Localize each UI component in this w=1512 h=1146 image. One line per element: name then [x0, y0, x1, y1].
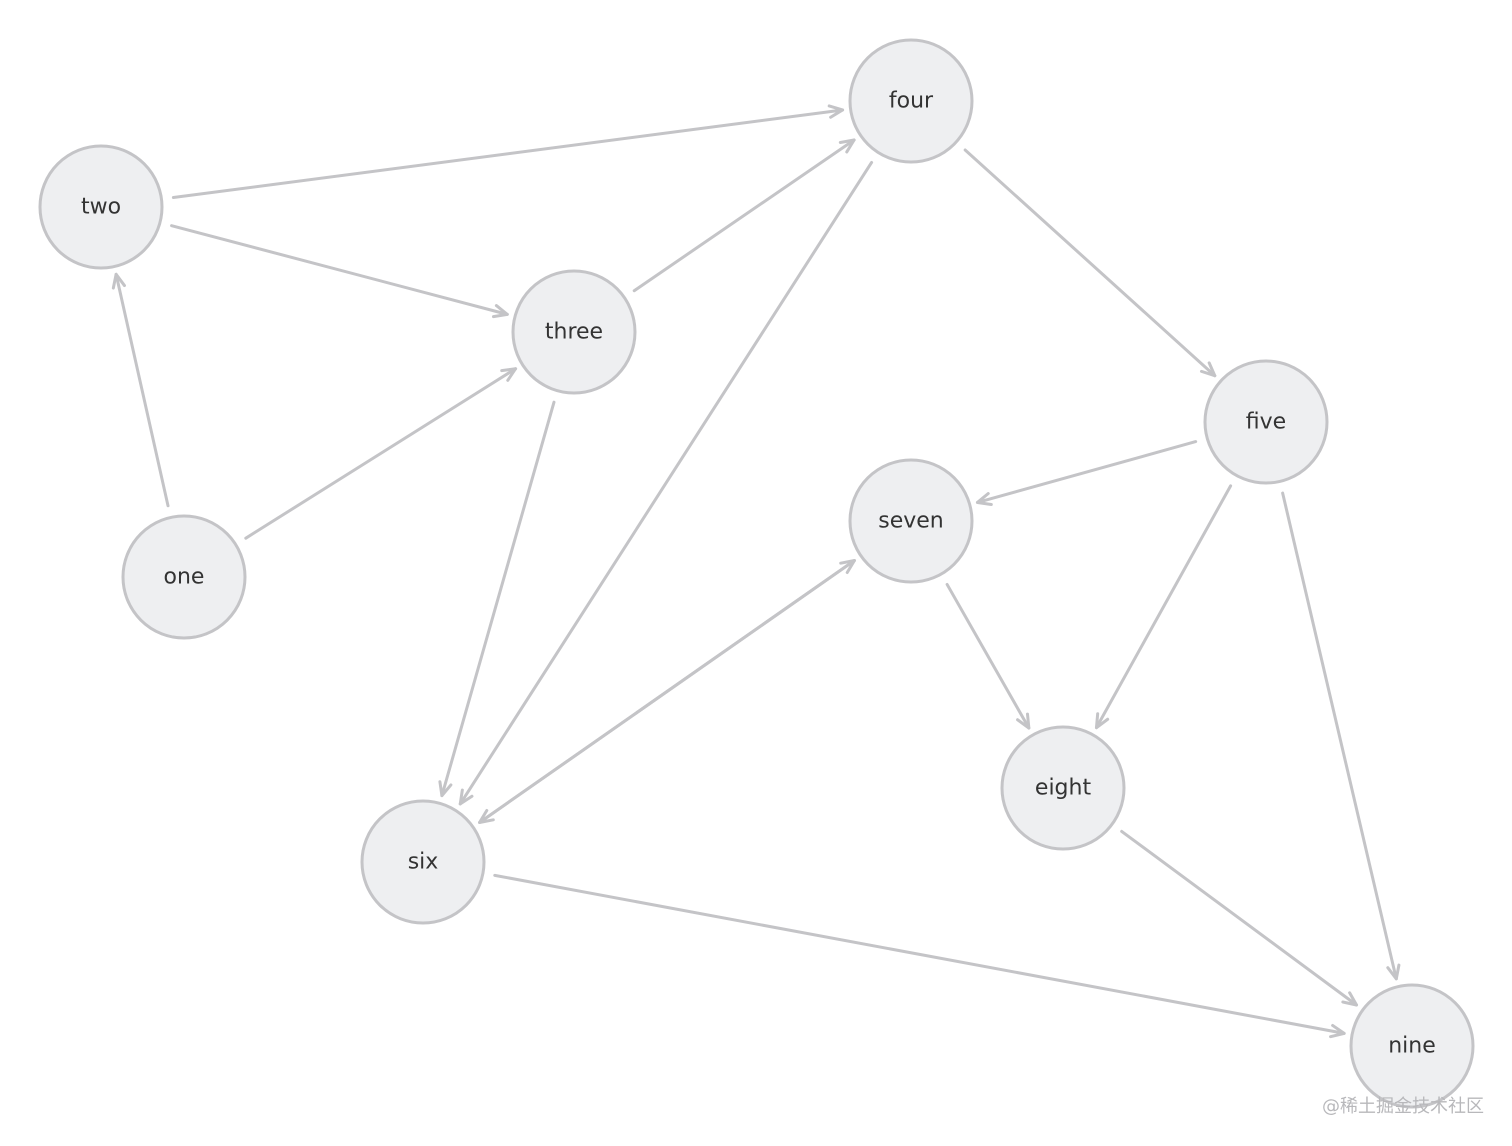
node-four[interactable]: four: [848, 38, 974, 164]
node-circle: [360, 799, 486, 925]
edge-two-to-four: [171, 104, 845, 200]
node-circle: [1349, 983, 1475, 1109]
edge-line: [963, 148, 1217, 378]
edge-eight-to-nine: [1120, 829, 1359, 1007]
edge-line: [171, 108, 845, 200]
node-circle: [121, 514, 247, 640]
edge-five-to-seven: [975, 440, 1198, 507]
edge-line: [945, 582, 1031, 730]
edge-line: [632, 138, 856, 293]
node-label: three: [545, 320, 603, 345]
arrowhead-icon: [1329, 1023, 1346, 1039]
arrowhead-icon: [500, 367, 518, 382]
watermark-text: @稀土掘金技术社区: [1322, 1096, 1484, 1117]
nodes-layer: two one three four five seven six eight nine: [38, 38, 1475, 1109]
node-one[interactable]: one: [121, 514, 247, 640]
node-six[interactable]: six: [360, 799, 486, 925]
edge-one-to-three: [244, 367, 518, 540]
edge-line: [440, 400, 556, 798]
edge-two-to-three: [170, 224, 509, 319]
node-label: nine: [1388, 1034, 1436, 1059]
node-circle: [848, 38, 974, 164]
edge-line: [458, 160, 874, 806]
node-seven[interactable]: seven: [848, 458, 974, 584]
node-circle: [1000, 725, 1126, 851]
arrowhead-icon: [1341, 991, 1359, 1007]
edge-seven-to-eight: [945, 582, 1031, 730]
node-label: seven: [878, 509, 944, 534]
edge-six-to-nine: [493, 873, 1346, 1039]
edge-line: [975, 440, 1198, 504]
node-circle: [848, 458, 974, 584]
edge-line: [493, 873, 1346, 1035]
node-label: eight: [1035, 776, 1092, 801]
node-circle: [1203, 359, 1329, 485]
edge-four-to-five: [963, 148, 1217, 378]
arrowhead-icon: [827, 104, 845, 119]
edge-line: [244, 367, 518, 540]
edge-seven-to-six: [478, 561, 853, 824]
arrowhead-icon: [839, 559, 856, 575]
arrowhead-icon: [975, 492, 993, 507]
arrowhead-icon: [491, 304, 509, 319]
node-label: four: [889, 89, 934, 114]
arrowhead-icon: [838, 138, 856, 154]
edge-line: [1094, 484, 1233, 730]
node-eight[interactable]: eight: [1000, 725, 1126, 851]
edge-line: [170, 224, 509, 316]
node-label: two: [81, 195, 121, 220]
edge-line: [114, 272, 170, 508]
arrowhead-icon: [1200, 361, 1217, 378]
node-label: five: [1246, 410, 1286, 435]
node-circle: [38, 144, 164, 270]
node-three[interactable]: three: [511, 269, 637, 395]
arrowhead-icon: [111, 272, 126, 290]
edge-three-to-six: [438, 400, 556, 798]
arrowhead-icon: [458, 788, 474, 806]
node-nine[interactable]: nine: [1349, 983, 1475, 1109]
node-label: six: [408, 850, 439, 875]
edge-five-to-eight: [1094, 484, 1233, 730]
edge-three-to-four: [632, 138, 856, 293]
edges-layer: [111, 104, 1401, 1039]
arrowhead-icon: [1386, 963, 1401, 981]
arrowhead-icon: [1094, 712, 1110, 730]
arrowhead-icon: [1016, 712, 1031, 730]
node-circle: [511, 269, 637, 395]
edge-line: [1120, 829, 1359, 1007]
node-two[interactable]: two: [38, 144, 164, 270]
edge-one-to-two: [111, 272, 170, 508]
node-five[interactable]: five: [1203, 359, 1329, 485]
edge-four-to-six: [458, 160, 874, 806]
edge-five-to-nine: [1281, 491, 1401, 981]
edge-line: [478, 561, 853, 824]
node-label: one: [164, 565, 205, 590]
edge-line: [1281, 491, 1398, 981]
arrowhead-icon: [438, 780, 453, 798]
arrowhead-icon: [478, 808, 495, 824]
